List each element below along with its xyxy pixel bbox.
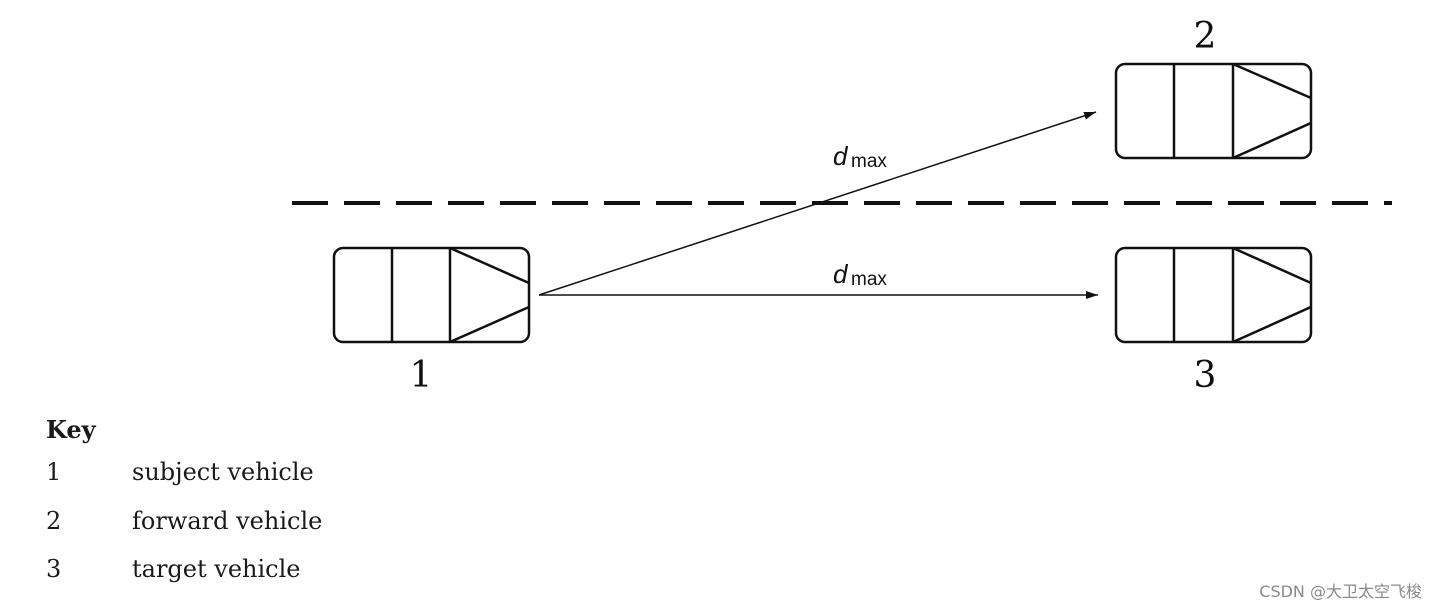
svg-text:d: d xyxy=(833,141,849,171)
key-item-3: 3 target vehicle xyxy=(46,555,322,604)
vehicle-3-target xyxy=(1114,246,1313,344)
watermark: CSDN @大卫太空飞梭 xyxy=(1259,582,1422,601)
vehicle-1-label: 1 xyxy=(410,355,433,396)
vehicle-2-label: 2 xyxy=(1194,16,1217,57)
key-item-number: 1 xyxy=(46,458,62,486)
svg-text:d: d xyxy=(833,259,849,289)
key-item-description: forward vehicle xyxy=(132,506,323,535)
key-item-description: target vehicle xyxy=(132,555,301,583)
dmax-label-upper: d max xyxy=(833,141,887,172)
vehicle-3-label: 3 xyxy=(1194,355,1217,396)
key-item-1: 1 subject vehicle xyxy=(46,458,322,507)
vehicle-1-subject xyxy=(332,246,531,344)
dmax-arrow-to-forward xyxy=(538,111,1097,296)
svg-text:max: max xyxy=(851,151,887,172)
key-item-description: subject vehicle xyxy=(132,458,314,486)
key-item-number: 2 xyxy=(46,506,62,535)
dmax-label-lower: d max xyxy=(833,259,887,290)
key-list: 1 subject vehicle 2 forward vehicle 3 ta… xyxy=(46,458,322,604)
key-title: Key xyxy=(46,415,96,444)
key-item-2: 2 forward vehicle xyxy=(46,507,322,556)
vehicle-2-forward xyxy=(1114,62,1313,160)
key-item-number: 3 xyxy=(46,555,62,583)
svg-text:max: max xyxy=(851,269,887,290)
